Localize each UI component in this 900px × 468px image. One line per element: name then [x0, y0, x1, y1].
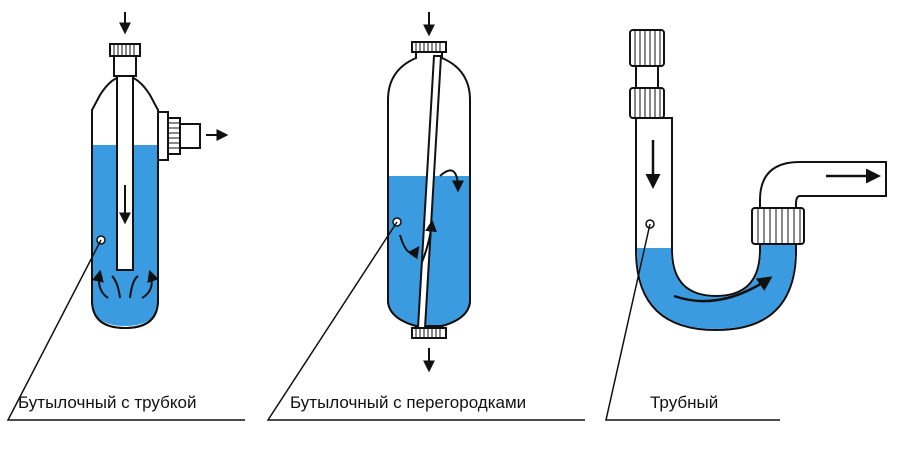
- label-leader-line: [266, 221, 585, 421]
- inner-tube: [116, 75, 134, 271]
- label-leader-line: [6, 239, 245, 421]
- bottle-trap-with-tube-icon: [6, 12, 245, 421]
- trap-label-bottle-with-partitions: Бутылочный с перегородками: [290, 393, 527, 412]
- water-level: [637, 242, 795, 329]
- bottle-trap-with-partitions-icon: [266, 12, 585, 421]
- tube-trap-icon: [605, 29, 887, 421]
- side-outlet: [157, 111, 169, 161]
- label-leader-line: [605, 223, 780, 421]
- trap-label-bottle-with-tube: Бутылочный с трубкой: [18, 393, 197, 412]
- trap-label-tube: Трубный: [650, 393, 719, 412]
